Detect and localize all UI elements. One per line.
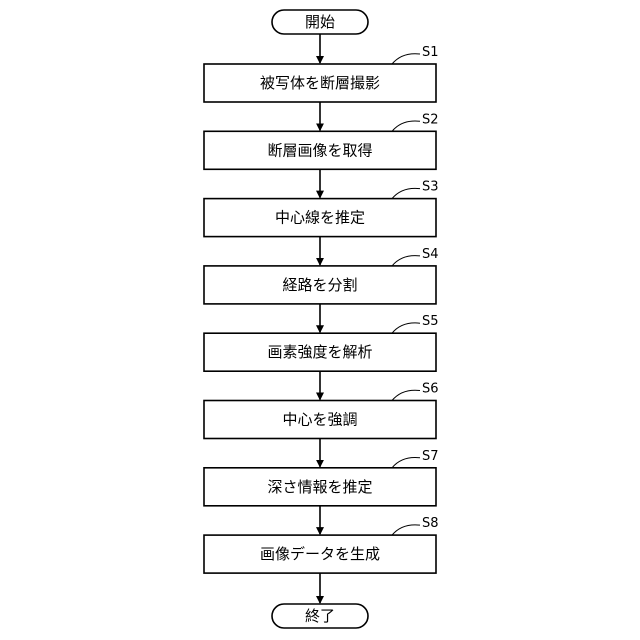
step-s3: 中心線を推定 S3 — [204, 180, 439, 237]
step-tag: S1 — [422, 45, 439, 60]
start-terminal: 開始 — [272, 10, 368, 34]
process-steps: 被写体を断層撮影 S1 断層画像を取得 S2 中心線を推定 S3 経路を分割 S4 画素強度を解… — [204, 45, 439, 573]
step-s2: 断層画像を取得 S2 — [204, 112, 439, 169]
step-tag: S6 — [422, 382, 439, 397]
step-tag-leader — [392, 188, 420, 198]
end-label: 終了 — [305, 607, 335, 625]
step-s5: 画素強度を解析 S5 — [204, 314, 439, 371]
start-label: 開始 — [305, 13, 335, 31]
step-tag-leader — [392, 256, 420, 266]
step-s6: 中心を強調 S6 — [204, 382, 439, 439]
step-tag-leader — [392, 121, 420, 131]
step-tag: S4 — [422, 247, 439, 262]
step-tag: S2 — [422, 112, 439, 127]
step-tag: S8 — [422, 516, 439, 531]
step-s1: 被写体を断層撮影 S1 — [204, 45, 439, 102]
step-tag-leader — [392, 525, 420, 535]
step-s8: 画像データを生成 S8 — [204, 516, 439, 573]
step-tag: S5 — [422, 314, 439, 329]
step-label: 断層画像を取得 — [267, 141, 372, 159]
step-label: 経路を分割 — [282, 276, 357, 294]
step-tag-leader — [392, 458, 420, 468]
step-label: 深さ情報を推定 — [267, 478, 372, 496]
step-label: 中心を強調 — [282, 411, 357, 429]
step-s7: 深さ情報を推定 S7 — [204, 449, 439, 506]
step-tag: S3 — [422, 180, 439, 195]
step-label: 画素強度を解析 — [267, 343, 372, 361]
step-label: 中心線を推定 — [275, 209, 365, 227]
step-tag-leader — [392, 390, 420, 400]
step-label: 被写体を断層撮影 — [260, 74, 380, 92]
end-terminal: 終了 — [272, 604, 368, 628]
step-tag-leader — [392, 323, 420, 333]
step-tag-leader — [392, 54, 420, 64]
step-tag: S7 — [422, 449, 439, 464]
step-label: 画像データを生成 — [260, 545, 380, 563]
step-s4: 経路を分割 S4 — [204, 247, 439, 304]
